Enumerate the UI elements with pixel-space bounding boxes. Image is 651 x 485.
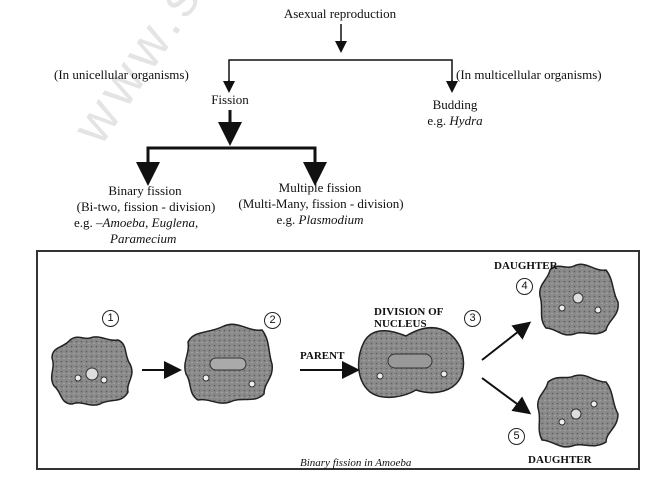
amoeba-fission-panel: 1 2 3 4 5 PARENT DIVISION OF NUCLEUS DAU… — [36, 250, 640, 470]
flowchart-connectors — [136, 24, 458, 186]
budding-eg-organism: Hydra — [449, 113, 483, 128]
multiple-eg-prefix: e.g. — [276, 212, 296, 227]
amoeba-stage-2 — [184, 323, 273, 404]
binary-fission-node: Binary fission — [108, 183, 182, 198]
parent-label: PARENT — [300, 350, 345, 362]
binary-fission-detail: (Bi-two, fission - division) — [76, 199, 216, 214]
budding-node: Budding — [432, 97, 478, 112]
step-3-badge: 3 — [464, 310, 481, 327]
multicellular-label: (In multicellular organisms) — [456, 67, 602, 82]
budding-example: e.g. Hydra — [405, 113, 505, 128]
binary-eg-prefix: e.g. – — [74, 215, 103, 230]
step-2-badge: 2 — [264, 312, 281, 329]
binary-eg-organisms: Amoeba, Euglena, — [102, 215, 199, 230]
fission-node: Fission — [211, 92, 249, 107]
binary-fission-example: e.g. –Amoeba, Euglena, — [74, 215, 198, 230]
amoeba-stage-4 — [539, 263, 619, 336]
amoeba-stage-1 — [50, 336, 133, 406]
multiple-eg-organism: Plasmodium — [298, 212, 364, 227]
panel-caption: Binary fission in Amoeba — [300, 457, 412, 469]
amoeba-stage-3 — [357, 327, 465, 399]
amoeba-stage-5 — [537, 374, 619, 448]
amoeba-illustration — [50, 263, 619, 448]
daughter-label-bottom: DAUGHTER — [528, 454, 592, 466]
budding-eg-prefix: e.g. — [427, 113, 447, 128]
unicellular-label: (In unicellular organisms) — [54, 67, 189, 82]
daughter-label-top: DAUGHTER — [494, 260, 558, 272]
binary-eg-organisms-line2: Paramecium — [110, 231, 177, 246]
division-label-line2: NUCLEUS — [374, 318, 427, 330]
multiple-fission-node: Multiple fission — [278, 180, 362, 195]
step-1-badge: 1 — [102, 310, 119, 327]
multiple-fission-detail: (Multi-Many, fission - division) — [238, 196, 404, 211]
step-5-badge: 5 — [508, 428, 525, 445]
division-label-line1: DIVISION OF — [374, 306, 444, 318]
multiple-fission-example: e.g. Plasmodium — [250, 212, 390, 227]
root-node: Asexual reproduction — [283, 6, 397, 21]
step-4-badge: 4 — [516, 278, 533, 295]
